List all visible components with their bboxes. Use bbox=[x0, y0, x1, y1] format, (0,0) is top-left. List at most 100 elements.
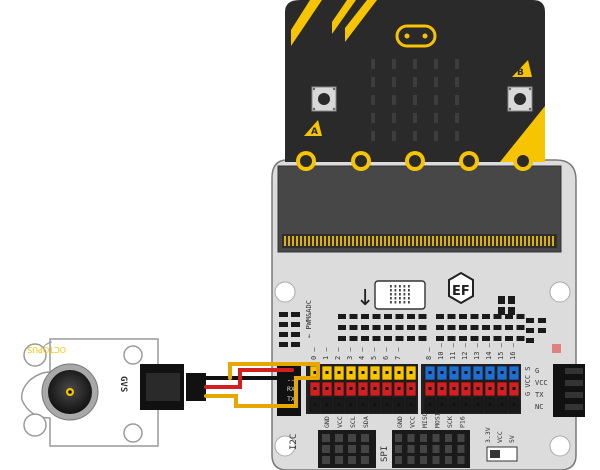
header-slot bbox=[565, 392, 583, 398]
i2c-title: I2C bbox=[289, 434, 299, 450]
smd-resistor bbox=[493, 314, 502, 319]
pin-hole bbox=[500, 403, 504, 406]
module-mount-hole bbox=[123, 423, 143, 443]
i2c-hole[interactable] bbox=[335, 456, 343, 464]
i2c-hole[interactable] bbox=[335, 434, 343, 442]
smd-resistor bbox=[372, 336, 381, 341]
slot-pin bbox=[432, 236, 434, 246]
mini-led bbox=[390, 301, 392, 304]
voltage-switch-knob[interactable] bbox=[490, 450, 500, 458]
spi-hole[interactable] bbox=[407, 456, 415, 464]
i2c-hole[interactable] bbox=[348, 434, 356, 442]
i2c-hole[interactable] bbox=[322, 456, 330, 464]
slot-pin bbox=[480, 236, 482, 246]
smd-resistor bbox=[482, 336, 490, 341]
i2c-hole[interactable] bbox=[361, 434, 369, 442]
i2c-hole[interactable] bbox=[335, 445, 343, 453]
spi-hole[interactable] bbox=[407, 434, 415, 442]
spi-hole[interactable] bbox=[395, 445, 402, 453]
i2c-hole[interactable] bbox=[322, 434, 330, 442]
slot-pin bbox=[512, 236, 514, 246]
microbit-stripe bbox=[291, 0, 322, 46]
slot-pin bbox=[528, 236, 530, 246]
spi-pin-label: VCC bbox=[409, 416, 417, 428]
right-row-label: G VCC S bbox=[524, 366, 532, 396]
mini-led bbox=[399, 289, 401, 292]
smd-resistor bbox=[505, 314, 513, 319]
pin-hole bbox=[325, 371, 329, 374]
led bbox=[392, 59, 396, 69]
led bbox=[413, 59, 417, 69]
smd-resistor bbox=[395, 336, 404, 341]
svg-text:EF: EF bbox=[452, 284, 470, 299]
spi-hole[interactable] bbox=[420, 434, 427, 442]
smd-resistor bbox=[349, 325, 358, 330]
slot-pin bbox=[364, 236, 366, 246]
spi-hole[interactable] bbox=[407, 445, 415, 453]
pin-hole bbox=[385, 387, 389, 390]
slot-pin bbox=[428, 236, 430, 246]
pin-hole bbox=[325, 403, 329, 406]
led bbox=[392, 95, 396, 105]
spi-hole[interactable] bbox=[395, 434, 402, 442]
i2c-hole[interactable] bbox=[348, 456, 356, 464]
slot-pin bbox=[296, 236, 298, 246]
led-matrix bbox=[371, 59, 459, 141]
spi-hole[interactable] bbox=[432, 445, 440, 453]
smd-components-right bbox=[498, 296, 546, 343]
spi-hole[interactable] bbox=[432, 456, 440, 464]
smd-resistor bbox=[361, 325, 369, 330]
smd-resistor bbox=[505, 325, 513, 330]
pin-hole bbox=[476, 371, 480, 374]
slot-pin bbox=[344, 236, 346, 246]
smd-resistor bbox=[407, 336, 415, 341]
spi-hole[interactable] bbox=[420, 445, 427, 453]
module-mount-hole bbox=[23, 343, 47, 367]
spi-hole[interactable] bbox=[395, 456, 402, 464]
mini-led bbox=[408, 293, 410, 296]
slot-pin bbox=[304, 236, 306, 246]
mini-led bbox=[403, 301, 406, 304]
pin-hole bbox=[409, 403, 413, 406]
edge-connector-pins bbox=[284, 236, 554, 246]
led bbox=[371, 77, 375, 87]
pin-hole bbox=[464, 371, 468, 374]
mount-hole bbox=[274, 435, 296, 457]
spi-hole[interactable] bbox=[457, 456, 465, 464]
mini-led bbox=[403, 285, 406, 288]
spi-hole[interactable] bbox=[420, 456, 427, 464]
led bbox=[371, 113, 375, 123]
spi-hole[interactable] bbox=[457, 434, 465, 442]
pin-hole bbox=[428, 371, 432, 374]
button-b[interactable] bbox=[507, 86, 533, 112]
pin-hole bbox=[337, 371, 341, 374]
smd-resistor bbox=[372, 314, 381, 319]
spi-hole[interactable] bbox=[457, 445, 465, 453]
slot-pin bbox=[488, 236, 490, 246]
button-a[interactable] bbox=[311, 86, 337, 112]
spi-hole[interactable] bbox=[445, 445, 452, 453]
spi-hole[interactable] bbox=[445, 456, 452, 464]
led bbox=[434, 59, 438, 69]
slot-pin bbox=[460, 236, 462, 246]
mini-led bbox=[394, 289, 397, 292]
pin-number: 13 — bbox=[473, 342, 481, 360]
pin-hole bbox=[337, 403, 341, 406]
slot-pin bbox=[312, 236, 314, 246]
pin-hole bbox=[464, 403, 468, 406]
spi-hole[interactable] bbox=[445, 434, 452, 442]
slot-pin bbox=[448, 236, 450, 246]
slot-pin bbox=[372, 236, 374, 246]
i2c-hole[interactable] bbox=[322, 445, 330, 453]
pin-hole bbox=[337, 387, 341, 390]
voltage-label: 5V bbox=[508, 435, 516, 443]
pin-number: 12 — bbox=[461, 342, 469, 360]
pin-hole bbox=[428, 387, 432, 390]
i2c-hole[interactable] bbox=[361, 456, 369, 464]
i2c-hole[interactable] bbox=[348, 445, 356, 453]
pin-hole bbox=[488, 387, 492, 390]
mini-led bbox=[408, 297, 410, 300]
i2c-hole[interactable] bbox=[361, 445, 369, 453]
spi-hole[interactable] bbox=[432, 434, 440, 442]
smd-resistor bbox=[395, 325, 404, 330]
